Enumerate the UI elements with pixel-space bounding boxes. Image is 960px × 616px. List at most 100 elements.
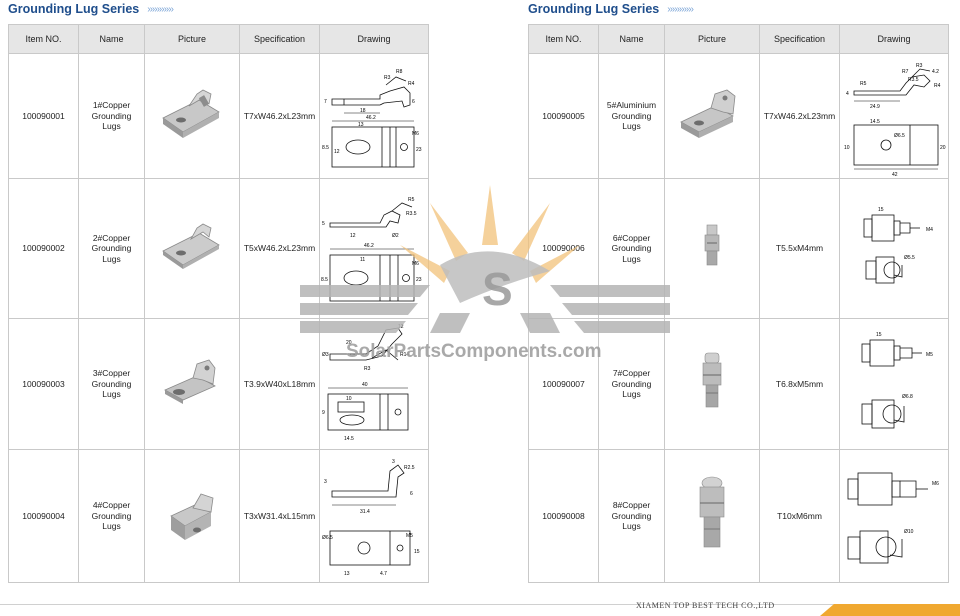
product-specification: T6.8xM5mm — [759, 318, 840, 450]
dim-label: R3.5 — [406, 211, 417, 217]
dim-label: M6 — [412, 131, 419, 137]
dim-label: 24.9 — [870, 104, 880, 110]
dim-label: 6 — [410, 491, 413, 497]
series-title-left: Grounding Lug Series ››››››››››› — [8, 0, 174, 18]
dim-label: Ø10 — [904, 529, 914, 535]
header-drawing: Drawing — [839, 24, 949, 54]
dim-label: 8.5 — [322, 145, 329, 151]
header-drawing: Drawing — [319, 24, 429, 54]
product-picture — [144, 318, 240, 450]
table-header-row: Item NO. Name Picture Specification Draw… — [528, 24, 949, 54]
dim-label: R3.5 — [908, 77, 919, 83]
header-picture: Picture — [664, 24, 760, 54]
item-number: 100090003 — [8, 318, 79, 450]
product-name: 6#Copper Grounding Lugs — [598, 178, 665, 319]
header-name: Name — [78, 24, 145, 54]
product-specification: T3xW31.4xL15mm — [239, 449, 320, 583]
copper-lug-image — [164, 359, 216, 404]
footer-company-name: XIAMEN TOP BEST TECH CO.,LTD — [636, 601, 775, 610]
drawing-lug-5: R3 R7 R3.5 4.2 4 24.9 R5 R4 14.5 Ø6.5 10… — [844, 63, 946, 177]
dim-label: Ø6.5 — [322, 535, 333, 541]
header-picture: Picture — [144, 24, 240, 54]
header-specification: Specification — [239, 24, 320, 54]
product-table-right: Item NO. Name Picture Specification Draw… — [528, 24, 949, 583]
dim-label: 42 — [892, 172, 898, 177]
product-specification: T7xW46.2xL23mm — [239, 53, 320, 179]
dim-label: 10 — [844, 145, 850, 151]
dim-label: Ø2 — [392, 233, 399, 239]
drawing-lug-1: R8 R3 R4 7 18 6 46.2 13 8.5 12 M6 23 — [322, 69, 422, 168]
table-row: 100090003 3#Copper Grounding Lugs T3.9xW… — [8, 318, 429, 450]
svg-text:S: S — [482, 263, 513, 315]
technical-drawing: 3 R2.5 3 31.4 6 Ø6.5 M5 15 13 4.7 — [319, 449, 429, 583]
product-picture — [144, 449, 240, 583]
dim-label: R7 — [902, 69, 909, 75]
dim-label: 11 — [360, 257, 365, 263]
dim-label: Ø3 — [322, 352, 329, 358]
drawing-lug-8: M6 Ø10 — [847, 472, 939, 564]
drawing-lug-2: R5 R3.5 5 12 Ø2 46.2 11 8.5 M6 23 — [321, 197, 422, 301]
dim-label: 12 — [350, 233, 356, 239]
dim-label: M6 — [412, 261, 419, 267]
dim-label: R4 — [934, 83, 941, 89]
technical-drawing: 15 M4 Ø5.5 — [839, 178, 949, 319]
product-picture — [144, 53, 240, 179]
table-row: 100090002 2#Copper Grounding Lugs T5xW46… — [8, 178, 429, 319]
dim-label: 31.4 — [360, 509, 370, 515]
product-name: 5#Aluminium Grounding Lugs — [598, 53, 665, 179]
dim-label: R4 — [408, 81, 415, 87]
product-name: 4#Copper Grounding Lugs — [78, 449, 145, 583]
dim-label: Ø6.8 — [902, 394, 913, 400]
dim-label: 46.2 — [364, 243, 374, 249]
table-header-row: Item NO. Name Picture Specification Draw… — [8, 24, 429, 54]
dim-label: 7 — [324, 99, 327, 105]
dim-label: 12 — [334, 149, 340, 155]
item-number: 100090001 — [8, 53, 79, 179]
footer-divider — [0, 604, 960, 605]
header-name: Name — [598, 24, 665, 54]
copper-lug-image — [704, 224, 720, 265]
dim-label: 5 — [322, 221, 325, 227]
footer-accent-bar — [820, 604, 960, 616]
product-specification: T3.9xW40xL18mm — [239, 318, 320, 450]
dim-label: M5 — [926, 352, 933, 358]
dim-label: 20 — [346, 340, 352, 346]
item-number: 100090008 — [528, 449, 599, 583]
dim-label: Ø6.5 — [894, 133, 905, 139]
product-name: 3#Copper Grounding Lugs — [78, 318, 145, 450]
table-row: 100090007 7#Copper Grounding Lugs T6.8xM… — [528, 318, 949, 450]
dim-label: 14.5 — [344, 436, 354, 442]
dim-label: M6 — [932, 481, 939, 487]
table-row: 100090004 4#Copper Grounding Lugs T3xW31… — [8, 449, 429, 583]
dim-label: 6 — [412, 99, 415, 105]
item-number: 100090005 — [528, 53, 599, 179]
header-item-no: Item NO. — [8, 24, 79, 54]
technical-drawing: R3 R7 R3.5 4.2 4 24.9 R5 R4 14.5 Ø6.5 10… — [839, 53, 949, 179]
dim-label: R3 — [364, 366, 371, 372]
copper-lug-image — [699, 476, 725, 548]
dim-label: 13 — [344, 571, 350, 577]
table-row: 100090008 8#Copper Grounding Lugs T10xM6… — [528, 449, 949, 583]
dim-label: 3 — [392, 459, 395, 465]
dim-label: 4 — [846, 91, 849, 97]
drawing-lug-4: 3 R2.5 3 31.4 6 Ø6.5 M5 15 13 4.7 — [322, 459, 420, 577]
product-picture — [144, 178, 240, 319]
copper-lug-image — [170, 493, 214, 540]
dim-label: 23 — [416, 277, 422, 283]
dim-label: 12 — [398, 324, 404, 330]
series-title-text: Grounding Lug Series — [8, 2, 140, 16]
technical-drawing: M6 Ø10 — [839, 449, 949, 583]
table-row: 100090001 1#Copper Grounding Lugs T7xW46… — [8, 53, 429, 179]
dim-label: 15 — [878, 207, 884, 213]
product-name: 2#Copper Grounding Lugs — [78, 178, 145, 319]
dim-label: 18 — [360, 108, 366, 114]
dim-label: R3 — [916, 63, 923, 69]
aluminium-lug-image — [680, 89, 736, 138]
dim-label: R14 — [400, 352, 409, 358]
dim-label: 3 — [324, 479, 327, 485]
product-specification: T5xW46.2xL23mm — [239, 178, 320, 319]
series-title-right: Grounding Lug Series ››››››››››› — [528, 0, 694, 18]
product-table-left: Item NO. Name Picture Specification Draw… — [8, 24, 429, 583]
dim-label: 15 — [414, 549, 420, 555]
dim-label: 10 — [346, 396, 352, 402]
